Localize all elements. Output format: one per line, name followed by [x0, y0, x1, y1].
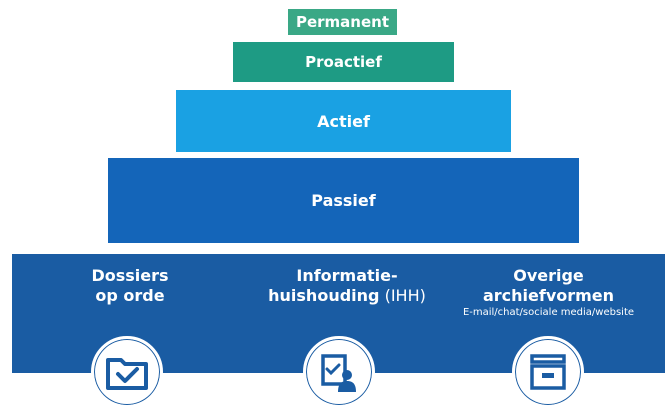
tier-passief-label: Passief — [311, 191, 376, 210]
tier-proactief: Proactief — [233, 42, 454, 82]
tier-permanent-label: Permanent — [295, 13, 390, 31]
column-ihh-suffix: (IHH) — [379, 286, 426, 305]
document-person-icon — [303, 336, 375, 408]
column-informatiehuishouding: Informatie- huishouding (IHH) — [262, 266, 432, 306]
column-ihh-title-1: Informatie- — [296, 266, 398, 285]
tier-actief-label: Actief — [317, 111, 370, 131]
column-overige-title-2: archiefvormen — [482, 286, 615, 305]
tier-proactief-label: Proactief — [305, 53, 382, 71]
column-ihh-title-2: huishouding — [268, 286, 380, 305]
tier-permanent: Permanent — [288, 9, 397, 35]
column-overige: Overige archiefvormen E-mail/chat/social… — [432, 266, 665, 319]
column-dossiers-title-2: op orde — [95, 286, 165, 305]
column-dossiers-title-1: Dossiers — [91, 266, 169, 285]
column-overige-caption: E-mail/chat/sociale media/website — [462, 307, 635, 318]
tier-actief: Actief — [176, 90, 511, 152]
tier-passief: Passief — [108, 158, 579, 243]
column-dossiers: Dossiers op orde — [60, 266, 200, 306]
column-overige-title-1: Overige — [513, 266, 584, 285]
folder-check-icon — [91, 336, 163, 408]
archive-box-icon — [512, 336, 584, 408]
